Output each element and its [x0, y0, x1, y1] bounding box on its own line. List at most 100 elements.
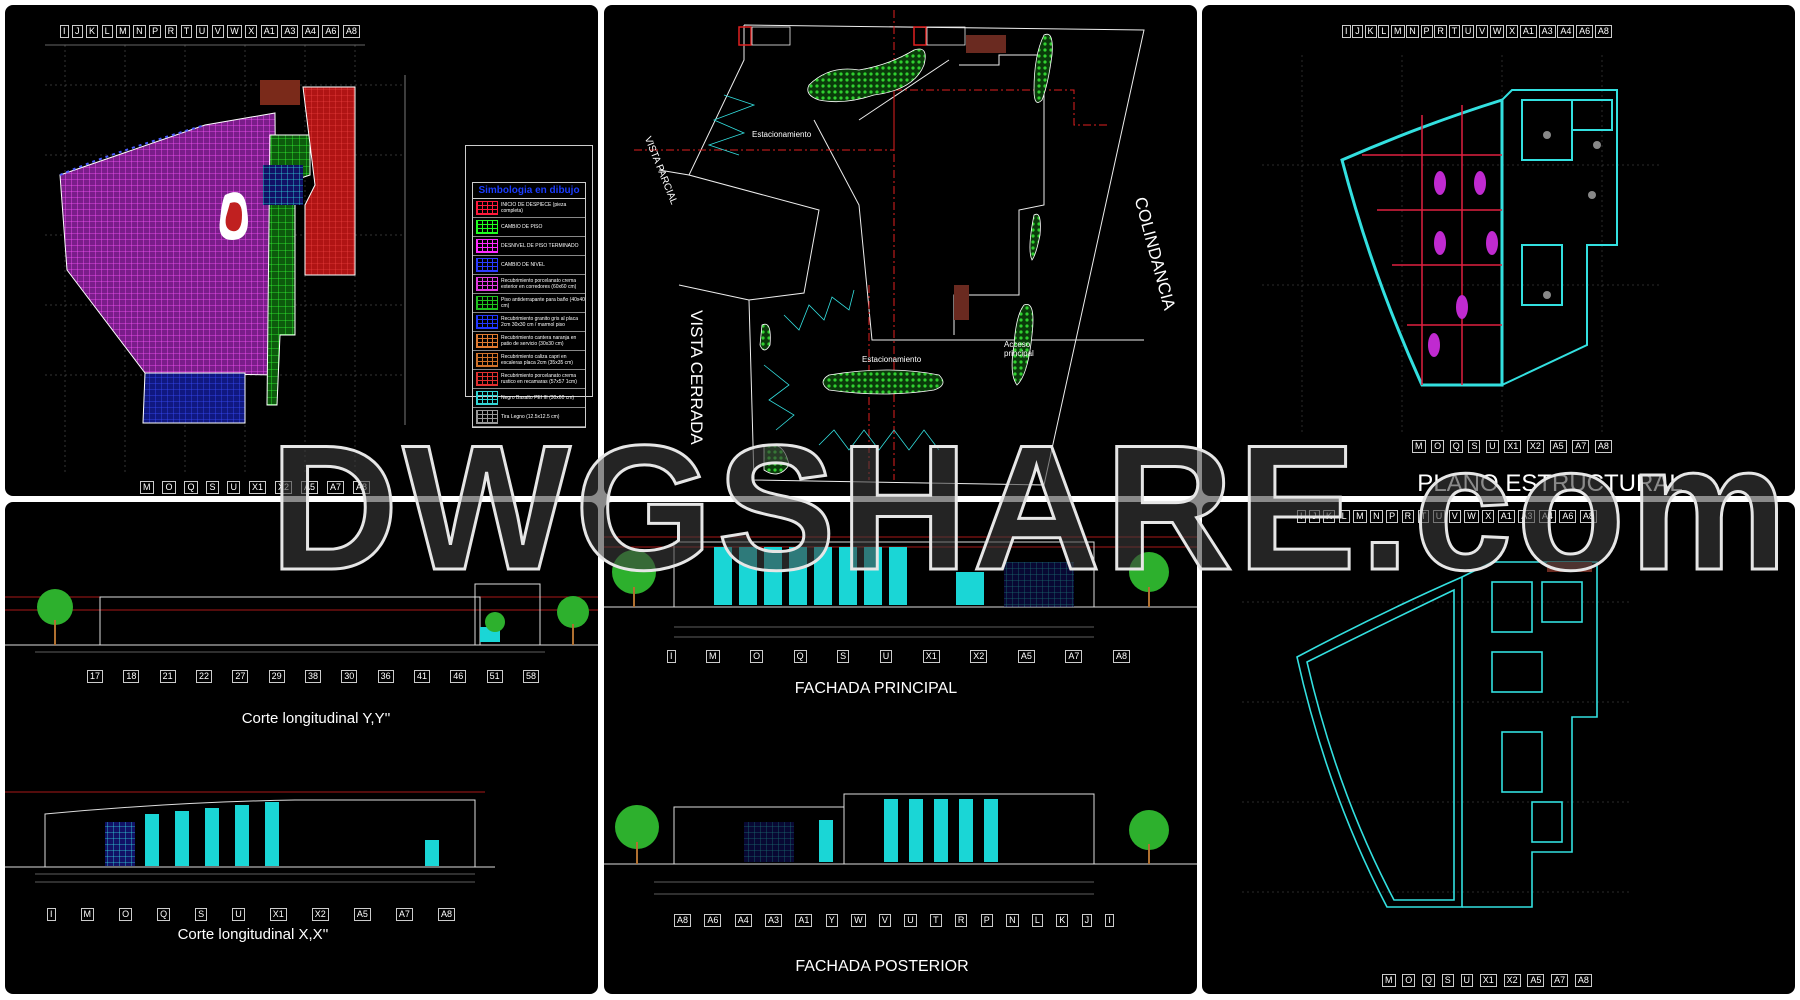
grid-axis-label: A8	[1594, 25, 1612, 38]
legend-swatch-icon	[476, 220, 498, 234]
grid-axis-label: R	[164, 25, 178, 38]
grid-axis-label: L	[1031, 914, 1043, 927]
grid-axis-label: O	[119, 908, 133, 921]
grid-axis-label: M	[140, 481, 154, 494]
grid-axis-label: S	[837, 650, 850, 663]
grid-axis-label: S	[206, 481, 219, 494]
grid-axis-label: M	[116, 25, 130, 38]
grid-axis-label: A7	[1065, 650, 1083, 663]
finishes-legend: Simbologia en dibujo INICIO DE DESPIECE …	[465, 145, 593, 428]
grid-axis-label: 27	[232, 670, 249, 683]
grid-axis-label: A8	[437, 908, 455, 921]
grid-axis-label: I	[47, 908, 56, 921]
grid-axis-label: A8	[1594, 440, 1612, 453]
grid-axis-label: A7	[1551, 974, 1569, 987]
legend-swatch-icon	[476, 201, 498, 215]
grid-axis-label: Q	[184, 481, 198, 494]
grid-axis-label: S	[1441, 974, 1454, 987]
grid-axis-label: I	[1342, 25, 1351, 38]
section-yy-title: Corte longitudinal Y,Y''	[241, 710, 391, 727]
grid-axis-label: T	[180, 25, 193, 38]
grid-axis-label: A4	[734, 914, 752, 927]
grid-axis-label: M	[80, 908, 95, 921]
vista-cerrada-label: VISTA CERRADA	[687, 310, 706, 445]
grid-axis-label: 51	[486, 670, 503, 683]
grid-axis-label: R	[1434, 25, 1447, 38]
grid-axis-label: U	[1460, 974, 1474, 987]
sections-drawing	[5, 583, 598, 883]
facade-rear-title: FACHADA POSTERIOR	[795, 958, 969, 975]
grid-axis-label: 21	[159, 670, 176, 683]
grid-axis-label: N	[1370, 510, 1383, 523]
grid-axis-label: 58	[522, 670, 539, 683]
grid-axis-label: A8	[352, 481, 370, 494]
grid-axis-label: J	[1081, 914, 1093, 927]
grid-axis-label: U	[232, 908, 245, 921]
grid-axis-label: V	[211, 25, 224, 38]
grid-axis-label: 17	[87, 670, 104, 683]
grid-axis-label: T	[1417, 510, 1430, 523]
grid-axis-label: A5	[1527, 974, 1545, 987]
grid-axis-label: A5	[300, 481, 318, 494]
grid-axis-label: U	[904, 914, 917, 927]
grid-axis-label: I	[667, 650, 676, 663]
grid-axis-label: T	[1448, 25, 1461, 38]
grid-axis-label: A8	[1112, 650, 1130, 663]
grid-axis-label: K	[86, 25, 99, 38]
legend-item: Recubrimiento cantera naranja en patio d…	[473, 332, 585, 351]
facades-drawing	[604, 536, 1197, 895]
grid-axis-label: X	[245, 25, 258, 38]
grid-axis-label: 30	[341, 670, 358, 683]
grid-axis-label: P	[149, 25, 162, 38]
grid-axis-label: X1	[248, 481, 266, 494]
grid-axis-label: A8	[342, 25, 360, 38]
grid-axis-label: J	[1352, 25, 1363, 38]
facade-main-title: FACHADA PRINCIPAL	[794, 680, 958, 697]
legend-item-label: Recubrimiento porcelanato crema rustico …	[501, 373, 577, 385]
grid-axis-label: A3	[1518, 510, 1536, 523]
legend-swatch-icon	[476, 391, 498, 405]
legend-item: CAMBIO DE PISO	[473, 218, 585, 237]
grid-axis-label: A3	[765, 914, 783, 927]
grid-axis-label: A4	[1557, 25, 1575, 38]
grid-axis-label: A8	[1579, 510, 1597, 523]
grid-axis-label: V	[878, 914, 891, 927]
floor-plan-drawing	[45, 44, 406, 475]
grid-axis-label: A6	[1559, 510, 1577, 523]
legend-swatch-icon	[476, 372, 498, 386]
legend-swatch-icon	[476, 277, 498, 291]
grid-axis-label: U	[879, 650, 893, 663]
grid-axis-label: A6	[322, 25, 340, 38]
main-access-label: Acceso principal	[1004, 340, 1034, 358]
grid-axis-label: U	[195, 25, 209, 38]
grid-axis-label: A5	[353, 908, 371, 921]
site-plan-drawing	[634, 10, 1145, 486]
structural-plan-title: PLANO ESTRUCTURAL	[1417, 470, 1683, 496]
grid-axis-label: X	[1482, 510, 1495, 523]
grid-axis-label: M	[1382, 974, 1396, 987]
grid-axis-label: U	[227, 481, 240, 494]
grid-axis-label: I	[1105, 914, 1114, 927]
grid-axis-label: W	[1489, 25, 1505, 38]
grid-axis-label: A5	[1549, 440, 1567, 453]
grid-axis-label: A7	[1572, 440, 1590, 453]
grid-axis-label: 38	[304, 670, 321, 683]
legend-swatch-icon	[476, 296, 498, 310]
legend-swatch-icon	[476, 334, 498, 348]
grid-axis-label: A3	[1538, 25, 1556, 38]
legend-item-label: CAMBIO DE PISO	[501, 224, 543, 230]
legend-item-label: Recubrimiento porcelanato crema exterior…	[501, 278, 577, 290]
grid-axis-label: A7	[326, 481, 344, 494]
parking-label-2: Estacionamiento	[862, 355, 922, 364]
grid-axis-label: Q	[1449, 440, 1463, 453]
grid-axis-label: W	[851, 914, 866, 927]
grid-axis-label: S	[195, 908, 208, 921]
parking-label-1: Estacionamiento	[752, 130, 812, 139]
grid-axis-label: P	[1420, 25, 1433, 38]
grid-axis-label: M	[706, 650, 720, 663]
